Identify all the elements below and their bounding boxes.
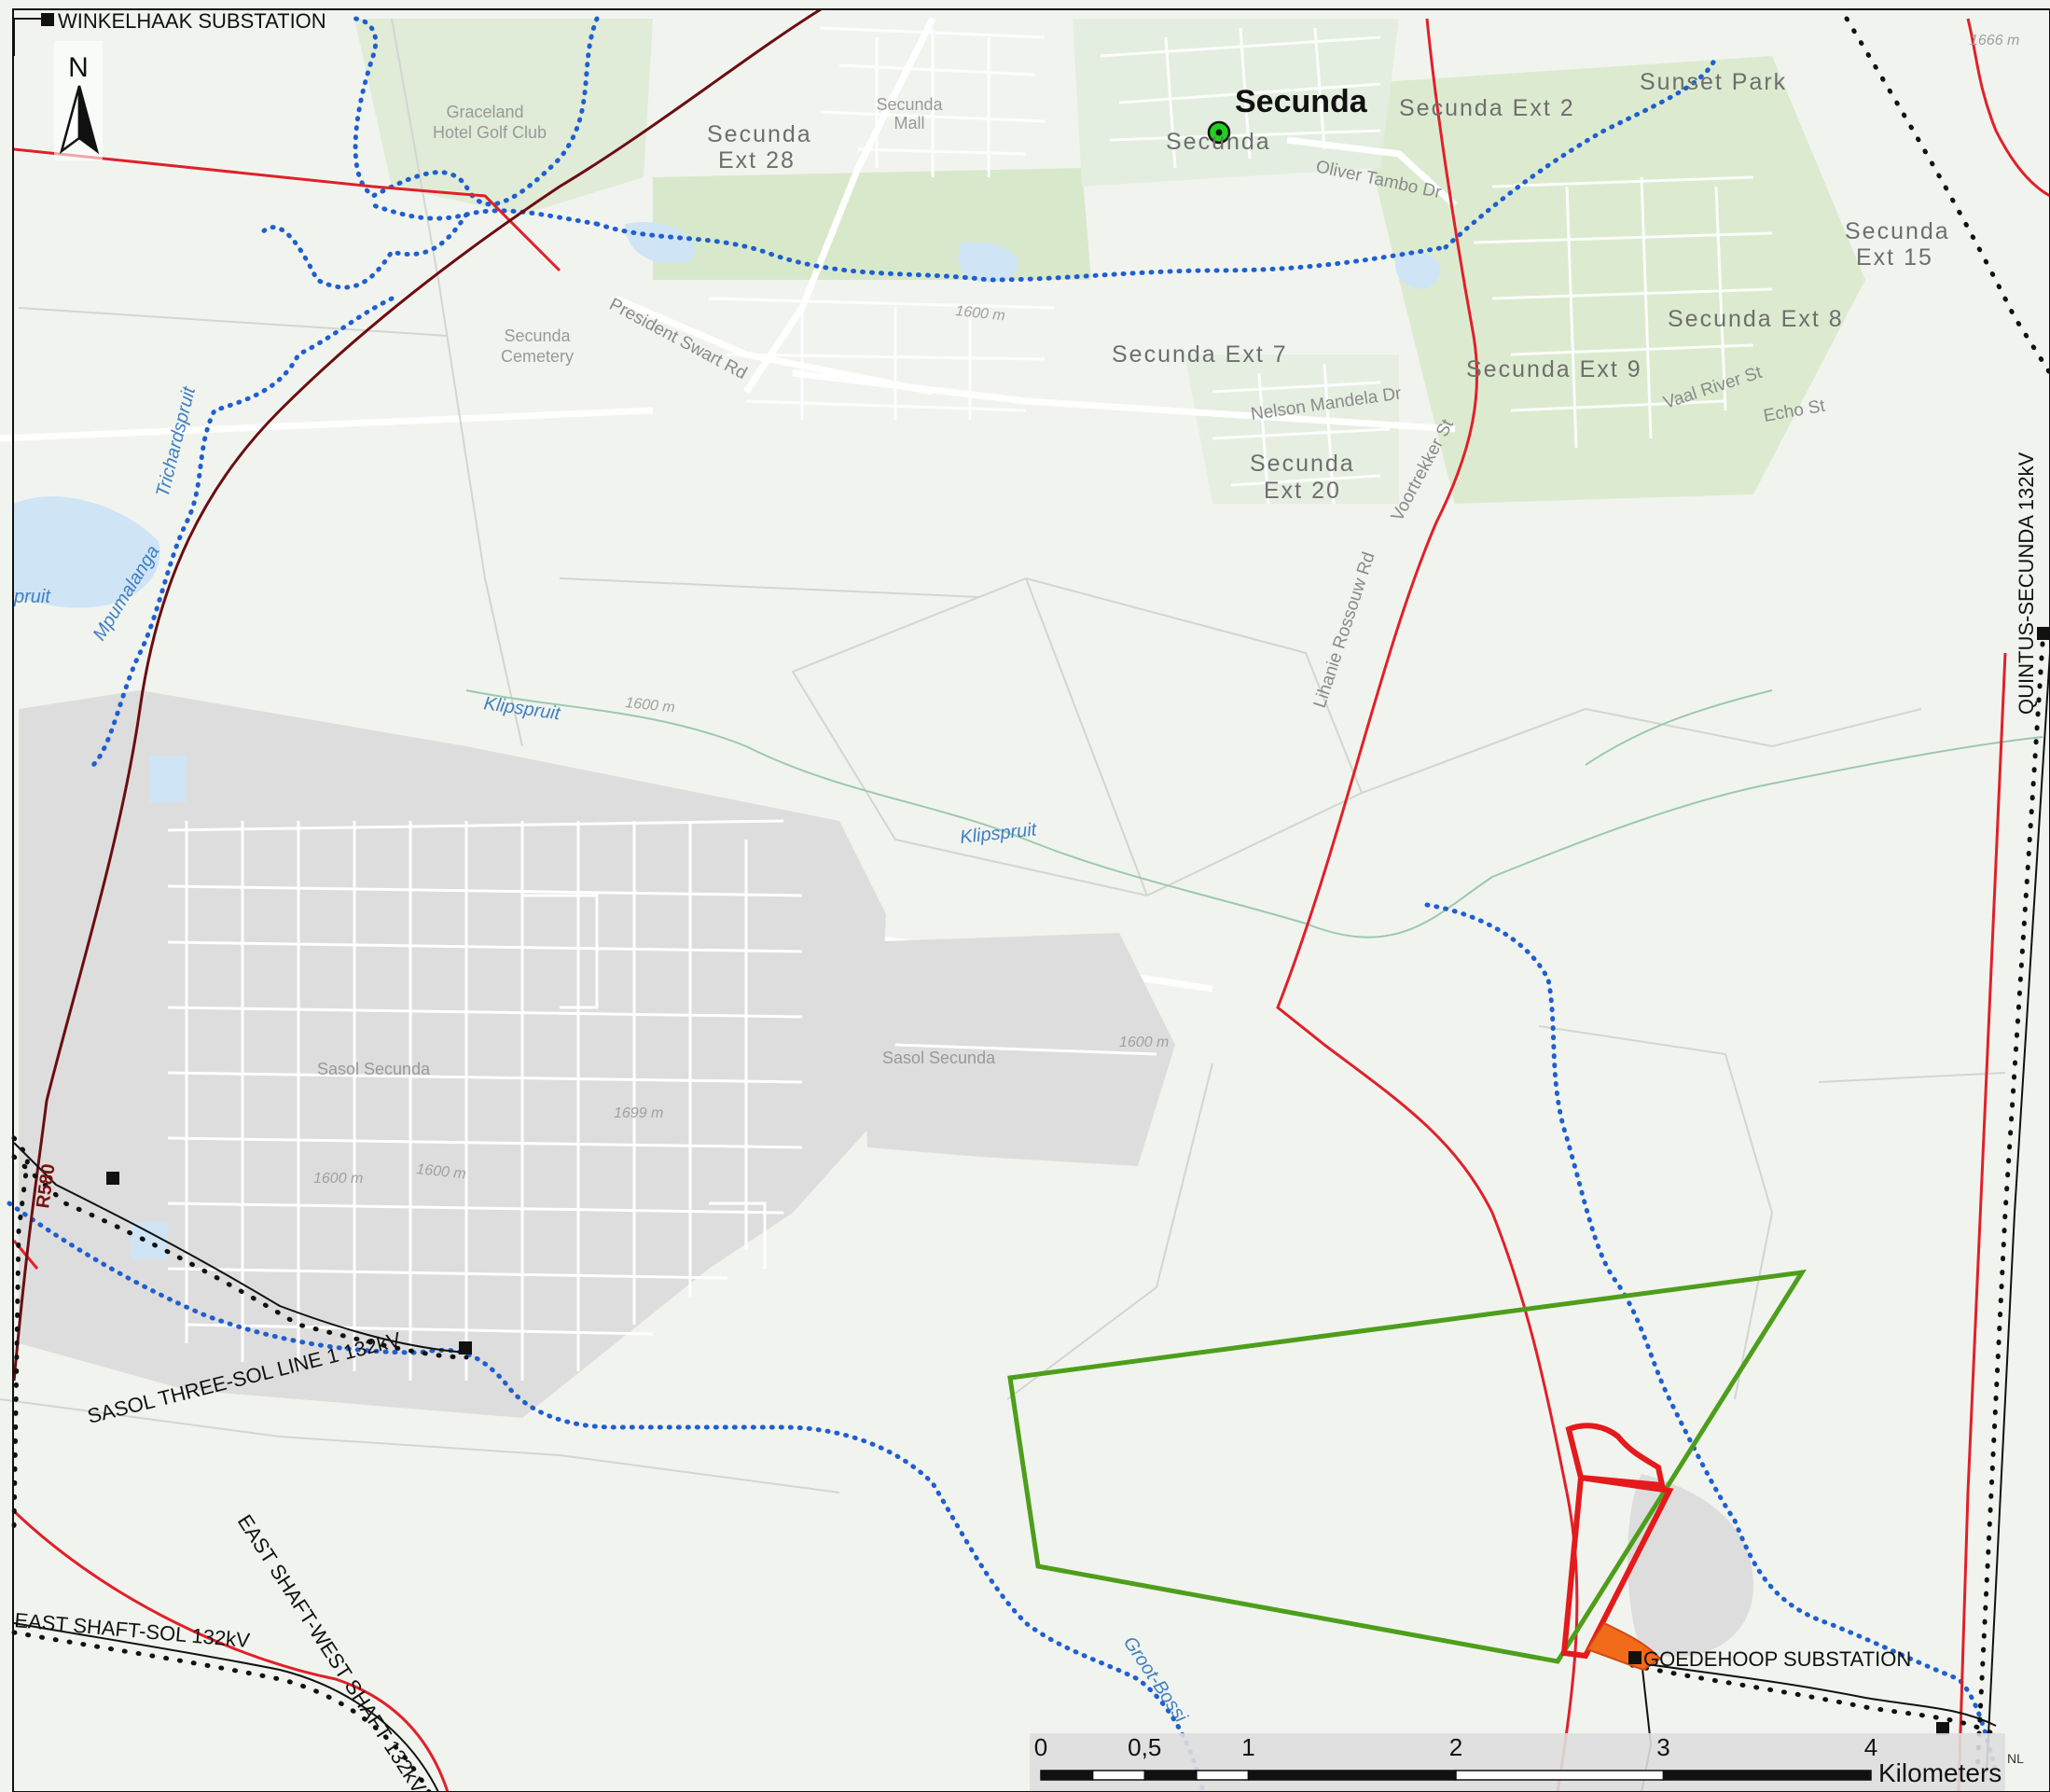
goedehoop-substation-label: GOEDEHOOP SUBSTATION — [1643, 1647, 1911, 1671]
contour-labels: 1666 m 1600 m 1600 m 1600 m 1699 m 1600 … — [313, 33, 2019, 1187]
scale-label: 0 — [1034, 1733, 1047, 1761]
suburb-label: Ext 15 — [1856, 244, 1933, 271]
main-roads — [12, 18, 2050, 1792]
substation-site-polygon[interactable] — [1586, 1621, 1662, 1672]
poi-label: Sasol Secunda — [882, 1049, 996, 1067]
poi-label: Secunda — [504, 326, 571, 345]
suburb-label: Secunda — [1845, 218, 1950, 244]
goedehoop-substation-marker — [1628, 1651, 1641, 1664]
town-label: Secunda — [1235, 84, 1368, 119]
contour-label: 1600 m — [955, 303, 1006, 324]
scale-segment — [1662, 1770, 1872, 1781]
contour-label: 1699 m — [614, 1105, 663, 1121]
contour-label: 1600 m — [313, 1171, 363, 1187]
structure-marker — [106, 1172, 119, 1185]
sasol-industrial-area — [19, 690, 1753, 1658]
scale-segment — [1091, 1770, 1145, 1781]
poi-label: Hotel Golf Club — [433, 123, 547, 142]
scale-segment — [1040, 1770, 1094, 1781]
suburb-label: Ext 28 — [718, 147, 796, 174]
structure-marker — [459, 1341, 472, 1354]
suburb-label: Secunda Ext 8 — [1668, 306, 1844, 332]
scale-label: 2 — [1449, 1733, 1462, 1761]
power-line-label: QUINTUS-SECUNDA 132kV — [2015, 451, 2038, 715]
poi-label: Cemetery — [501, 347, 574, 366]
contour-label: 1600 m — [1119, 1035, 1169, 1050]
drainage-lines — [465, 689, 2043, 938]
scale-segment — [1247, 1770, 1457, 1781]
suburb-label: Secunda — [1166, 129, 1271, 155]
railway — [12, 7, 822, 1382]
contour-label: 1600 m — [625, 695, 676, 715]
poi-label: Sasol Secunda — [317, 1060, 431, 1078]
minor-roads — [0, 17, 1458, 993]
scale-label: 3 — [1656, 1733, 1669, 1761]
scale-label: 1 — [1241, 1733, 1254, 1761]
suburb-label: Secunda — [1250, 451, 1355, 477]
urban-green-areas — [354, 19, 1865, 504]
scale-label: 0,5 — [1128, 1733, 1161, 1761]
scale-units: Kilometers — [1878, 1758, 2002, 1787]
north-letter: N — [68, 52, 89, 83]
poi-label: Mall — [893, 114, 924, 132]
suburb-label: Ext 20 — [1264, 478, 1341, 504]
map-neatline — [12, 8, 2050, 1792]
poi-label: Graceland — [446, 103, 523, 121]
contour-label: 1600 m — [416, 1161, 467, 1182]
field-boundaries — [0, 18, 2006, 1493]
substation-markers — [41, 13, 2050, 1735]
secunda-town-marker[interactable] — [1207, 120, 1231, 145]
suburb-labels: Secunda Ext 28 Secunda Ext 2 Sunset Park… — [707, 69, 1950, 504]
suburb-label: Secunda — [707, 121, 812, 147]
scale-segment — [1196, 1770, 1250, 1781]
scale-bar: 0 0,5 1 2 3 4 Kilometers NL — [1030, 1733, 2024, 1792]
suburb-label: Secunda Ext 2 — [1399, 95, 1575, 121]
rivers — [7, 16, 1999, 1792]
poi-label: Secunda — [876, 95, 943, 114]
suburb-label: Secunda Ext 7 — [1112, 341, 1288, 368]
scale-segment — [1143, 1770, 1198, 1781]
site-boundary[interactable] — [1560, 1423, 1674, 1660]
structure-marker — [1936, 1722, 1949, 1735]
contour-label: 1666 m — [1970, 33, 2019, 49]
winkelhaak-substation-label: WINKELHAAK SUBSTATION — [58, 9, 326, 33]
quintus-marker — [2037, 627, 2050, 640]
scale-label: 4 — [1864, 1733, 1877, 1761]
river-label: pruit — [13, 587, 51, 607]
attribution-corner: NL — [2007, 1751, 2024, 1766]
north-arrow: N — [54, 41, 103, 160]
water-bodies — [14, 222, 1441, 608]
suburb-label: Secunda Ext 9 — [1466, 356, 1642, 382]
winkelhaak-substation-marker — [41, 13, 54, 26]
study-area-polygon[interactable] — [1007, 1269, 1807, 1664]
suburb-streets — [708, 26, 1773, 505]
poi-labels: Secunda Mall Graceland Hotel Golf Club S… — [317, 95, 996, 1078]
suburb-label: Sunset Park — [1640, 69, 1787, 95]
scale-segment — [1455, 1770, 1665, 1781]
